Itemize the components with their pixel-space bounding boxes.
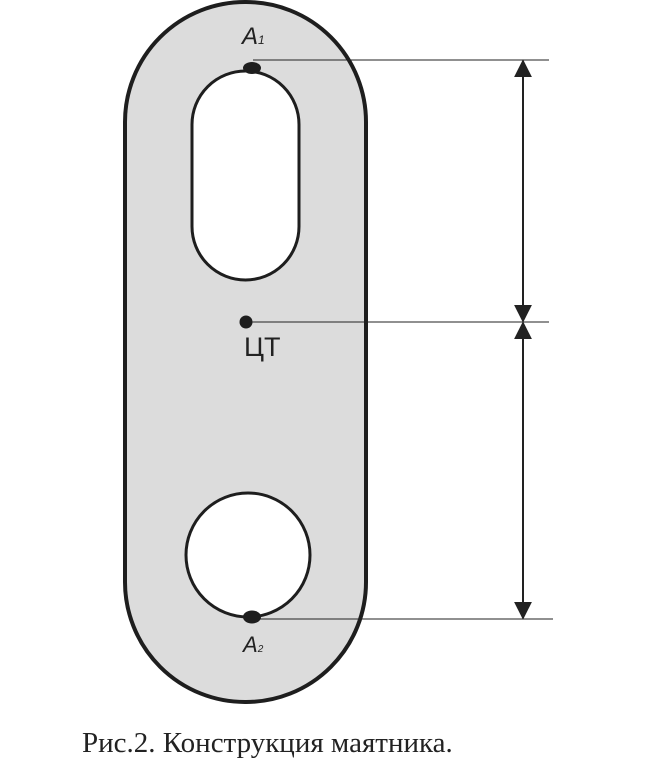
point-a1 [243,62,261,74]
figure-caption: Рис.2. Конструкция маятника. [82,727,453,759]
upper-slot-hole [190,69,301,282]
lower-round-hole [184,491,312,619]
label-a2: A2 [241,632,264,657]
label-center-of-gravity: ЦТ [244,332,280,362]
point-a2 [243,610,261,624]
label-a1: A1 [240,23,265,50]
pendulum-plate [123,0,368,704]
point-center-of-gravity [239,315,253,329]
